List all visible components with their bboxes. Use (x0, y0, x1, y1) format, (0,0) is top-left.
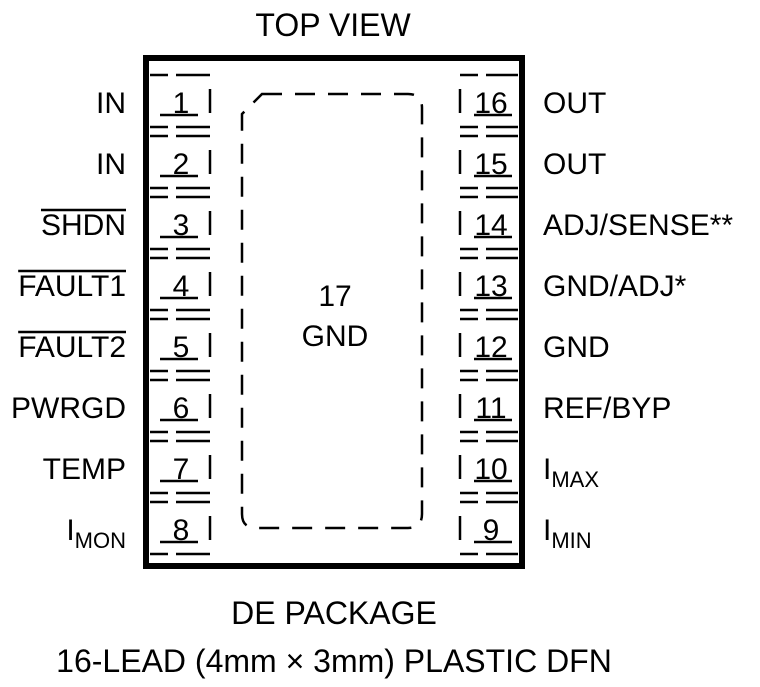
pin-number: 1 (173, 87, 190, 120)
pin-number: 15 (474, 148, 507, 181)
pin-3: 3 SHDN (40, 195, 212, 251)
pin-8: 8 IMON (66, 500, 212, 556)
pin-13: 13 GND/ADJ* (458, 256, 687, 312)
pin-number: 5 (173, 331, 190, 364)
pin-name: SHDN (41, 209, 126, 242)
pin-name: GND/ADJ* (543, 270, 687, 303)
pin-name: PWRGD (11, 392, 126, 425)
exposed-pad-name: GND (302, 320, 369, 353)
pin-number: 16 (474, 87, 507, 120)
pin-number: 4 (173, 270, 190, 303)
pin-2: 2 IN (96, 134, 212, 190)
pin-number: 14 (474, 209, 507, 242)
pin-5: 5 FAULT2 (18, 317, 212, 373)
pin-name: FAULT1 (18, 270, 126, 303)
pin-name: FAULT2 (18, 331, 126, 364)
pin-15: 15 OUT (458, 134, 606, 190)
package-description: 16-LEAD (4mm × 3mm) PLASTIC DFN (56, 643, 612, 679)
pin-number: 2 (173, 148, 190, 181)
pins-layer: 1IN2IN3SHDN4FAULT15FAULT26PWRGD7TEMP8IMO… (11, 73, 733, 556)
pin-number: 7 (173, 453, 190, 486)
pin-number: 9 (483, 514, 500, 547)
pin-number: 12 (474, 331, 507, 364)
pin-16: 16 OUT (458, 73, 606, 129)
pin-number: 6 (173, 392, 190, 425)
pin-name: IN (96, 87, 126, 120)
package-outline (143, 55, 525, 569)
pin-name: IMIN (543, 514, 592, 553)
pin-4: 4 FAULT1 (18, 256, 212, 312)
pin-6: 6 PWRGD (11, 378, 212, 434)
pin-number: 11 (475, 392, 506, 425)
package-name: DE PACKAGE (231, 595, 437, 631)
pin-10: 10 IMAX (458, 439, 599, 495)
pin-name: IN (96, 148, 126, 181)
pin-7: 7 TEMP (43, 439, 212, 495)
pin-name: IMAX (543, 453, 599, 492)
view-title: TOP VIEW (255, 7, 411, 43)
pin-name: OUT (543, 87, 606, 120)
pin-11: 11 REF/BYP (458, 378, 671, 434)
pin-number: 3 (173, 209, 190, 242)
pin-name: OUT (543, 148, 606, 181)
pin-number: 10 (474, 453, 507, 486)
pin-number: 13 (474, 270, 507, 303)
pin-12: 12 GND (458, 317, 610, 373)
pin-name: GND (543, 331, 610, 364)
pin-9: 9 IMIN (458, 500, 592, 556)
pin-14: 14 ADJ/SENSE** (458, 195, 733, 251)
pin-name: ADJ/SENSE** (543, 209, 733, 242)
exposed-pad-outline (240, 92, 424, 530)
pin-name: TEMP (43, 453, 126, 486)
pin-name: IMON (66, 514, 126, 553)
pin-number: 8 (173, 514, 190, 547)
exposed-pad-number: 17 (318, 280, 351, 313)
pin-1: 1 IN (96, 73, 212, 129)
pin-name: REF/BYP (543, 392, 671, 425)
